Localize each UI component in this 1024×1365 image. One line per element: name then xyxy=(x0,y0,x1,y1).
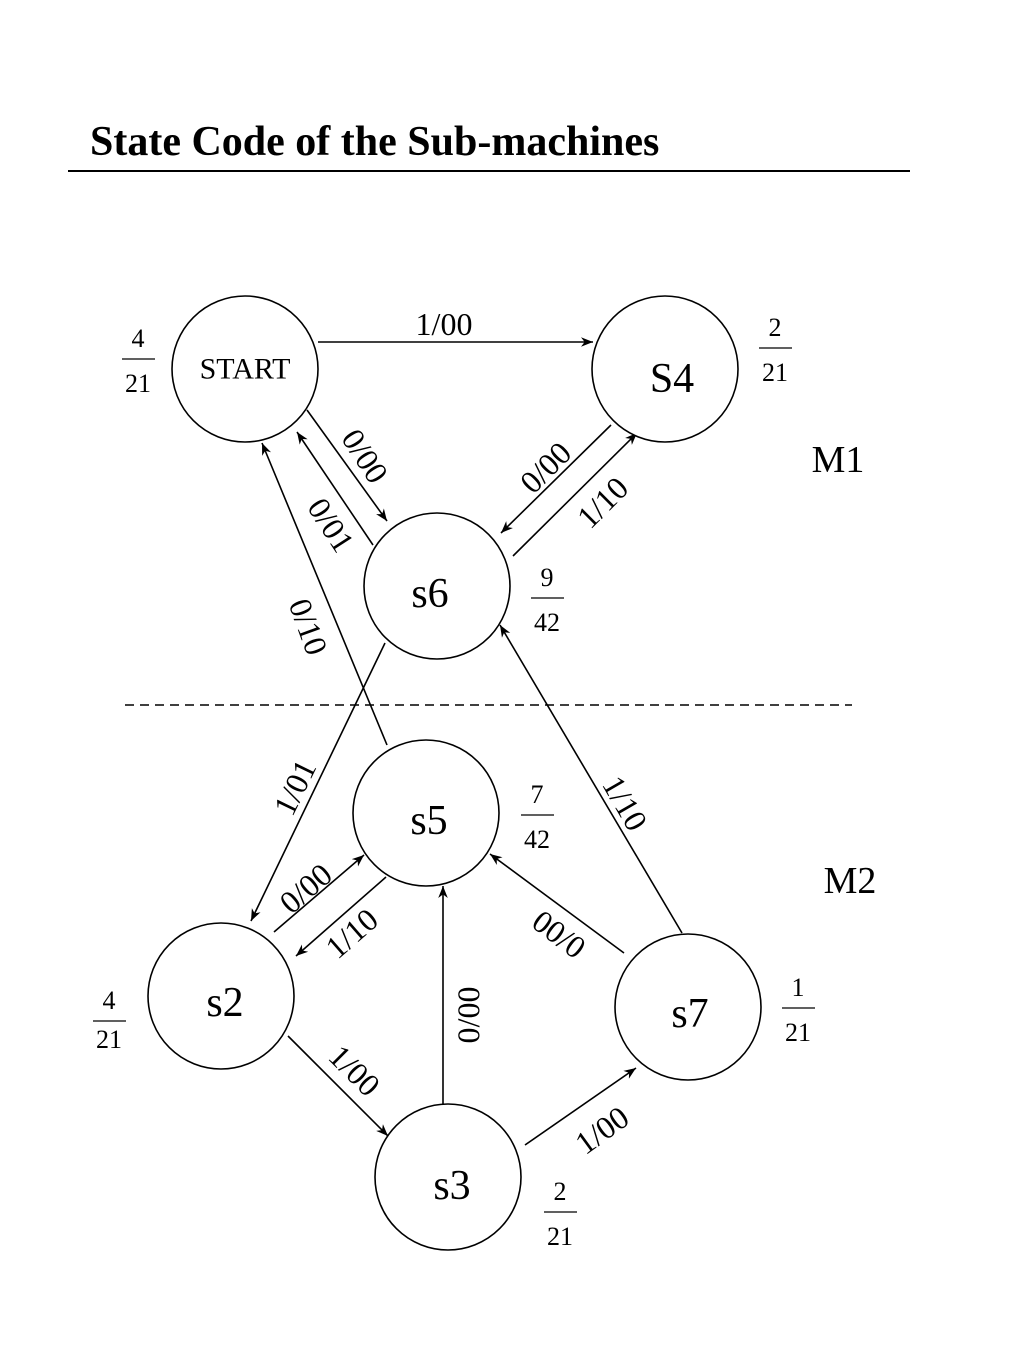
edge-label-start-s6: 0/00 xyxy=(334,422,395,489)
code-start: 4 21 xyxy=(122,324,155,398)
state-label: S4 xyxy=(650,356,694,402)
code-denominator: 21 xyxy=(762,358,788,387)
edge-label-s2-s5: 0/00 xyxy=(272,856,339,920)
state-label: s5 xyxy=(410,798,447,844)
state-s7: s7 xyxy=(614,933,762,1081)
edge-s7-s5 xyxy=(489,853,625,954)
state-s4: S4 xyxy=(591,295,739,443)
edge-start-s6 xyxy=(306,409,388,522)
edge-label-s6-start: 0/01 xyxy=(300,491,361,558)
code-s2: 4 21 xyxy=(93,986,126,1054)
state-label: s7 xyxy=(671,991,708,1037)
edge-label-s6-s4: 1/10 xyxy=(570,470,636,536)
machine-label-m1: M1 xyxy=(812,439,865,481)
edge-s6-s2 xyxy=(250,642,386,922)
code-s6: 9 42 xyxy=(531,563,564,637)
edge-s2-s5 xyxy=(273,854,365,933)
code-numerator: 9 xyxy=(541,563,554,592)
edge-s6-s4 xyxy=(512,432,638,557)
state-start: START xyxy=(171,295,319,443)
code-numerator: 1 xyxy=(792,973,805,1002)
code-numerator: 4 xyxy=(103,986,116,1015)
edge-s2-s3 xyxy=(287,1035,389,1137)
code-denominator: 21 xyxy=(125,369,151,398)
code-denominator: 21 xyxy=(547,1222,573,1251)
state-s2: s2 xyxy=(147,922,295,1070)
state-s3: s3 xyxy=(374,1103,522,1251)
code-s3: 2 21 xyxy=(544,1177,577,1251)
code-s7: 1 21 xyxy=(782,973,815,1047)
edge-label-s5-start: 0/10 xyxy=(282,594,335,660)
edge-s7-s6 xyxy=(499,624,683,934)
edge-label-start-s4: 1/00 xyxy=(416,306,473,342)
edge-s4-s6 xyxy=(500,424,612,534)
state-label: s2 xyxy=(206,980,243,1026)
code-numerator: 4 xyxy=(132,324,145,353)
state-s5: s5 xyxy=(352,739,500,887)
edge-label-s5-s2: 1/10 xyxy=(318,901,385,965)
transitions xyxy=(250,337,683,1146)
code-denominator: 21 xyxy=(785,1018,811,1047)
code-numerator: 2 xyxy=(554,1177,567,1206)
page-title: State Code of the Sub-machines xyxy=(90,119,660,165)
code-s5: 7 42 xyxy=(521,780,554,854)
edge-label-s7-s6: 1/10 xyxy=(595,770,655,837)
state-label: START xyxy=(200,353,291,386)
edge-s3-s7 xyxy=(524,1067,637,1146)
title-underline xyxy=(68,170,910,172)
code-numerator: 2 xyxy=(769,313,782,342)
edge-s5-s2 xyxy=(295,876,387,957)
edge-label-s3-s5: 00/0 xyxy=(452,987,488,1044)
edge-s5-start xyxy=(261,442,388,746)
state-label: s6 xyxy=(411,571,448,617)
edge-label-s7-s5: 00/0 xyxy=(526,903,593,966)
machine-label-m2: M2 xyxy=(824,860,877,902)
edge-s6-start xyxy=(296,431,374,546)
edge-label-s4-s6: 0/00 xyxy=(513,435,579,501)
code-denominator: 42 xyxy=(524,825,550,854)
code-denominator: 21 xyxy=(96,1025,122,1054)
code-numerator: 7 xyxy=(531,780,544,809)
code-s4: 2 21 xyxy=(759,313,792,387)
edge-label-s2-s3: 1/00 xyxy=(322,1038,388,1104)
code-denominator: 42 xyxy=(534,608,560,637)
state-label: s3 xyxy=(433,1163,470,1209)
state-s6: s6 xyxy=(363,512,511,660)
